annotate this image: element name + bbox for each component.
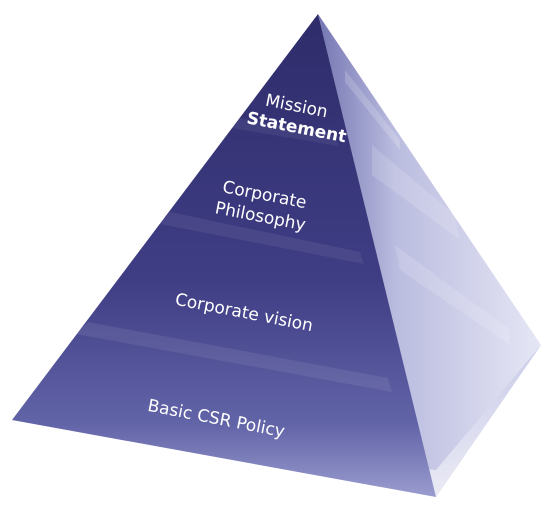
- pyramid-front-face: [12, 14, 436, 497]
- pyramid-side-face: [318, 14, 541, 497]
- tier-divider-3: [76, 322, 392, 392]
- level-corporate-philosophy: Corporate Philosophy: [213, 177, 308, 235]
- tier-divider-2: [160, 212, 364, 264]
- side-band-1: [345, 70, 400, 150]
- side-band-2: [372, 145, 460, 240]
- side-band-3: [395, 245, 510, 345]
- tier-divider-1: [232, 118, 338, 146]
